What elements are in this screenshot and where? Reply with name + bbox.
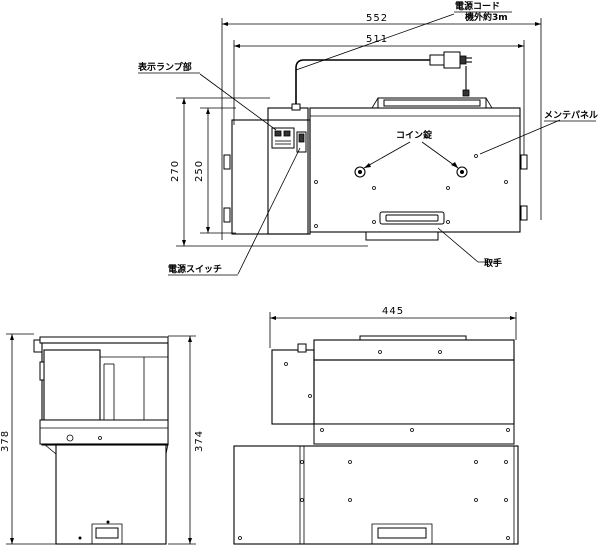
dim-552: 552 [366, 13, 388, 24]
label-power-switch: 電源スイッチ [168, 263, 222, 275]
label-power-cord-length: 機外約3m [465, 11, 508, 23]
label-maintenance-panel: メンテパネル [544, 109, 598, 121]
label-power-cord: 電源コード [455, 0, 500, 12]
label-coin-lock: コイン錠 [396, 129, 433, 141]
dim-374: 374 [194, 430, 205, 452]
front-view: 445 [233, 306, 519, 545]
dim-378: 378 [0, 430, 11, 452]
dim-511: 511 [366, 34, 388, 45]
label-handle: 取手 [484, 257, 502, 269]
top-view: 552 511 270 250 [137, 0, 598, 276]
dim-250: 250 [194, 160, 205, 182]
label-indicator-lamp: 表示ランプ部 [137, 61, 192, 73]
dim-445: 445 [382, 306, 404, 317]
dim-270: 270 [170, 160, 181, 182]
side-view: 378 374 [0, 333, 205, 545]
